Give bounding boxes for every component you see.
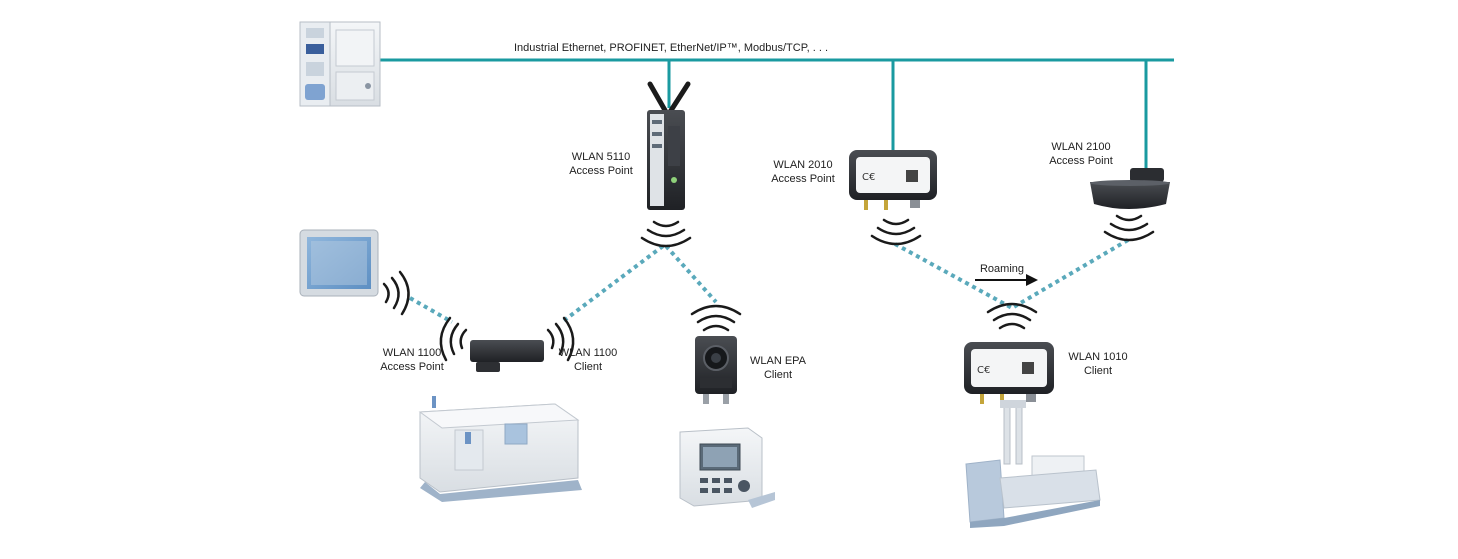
wlan5110-role: Access Point [569,165,633,177]
wlan1010-name: WLAN 1010 [1068,351,1128,363]
wlan2100-role: Access Point [1049,155,1113,167]
wlan2010-device-icon: C€ [849,150,937,210]
svg-text:C€: C€ [977,365,990,376]
roaming-arrow [975,274,1038,286]
wlan1010-device-icon: C€ [964,342,1054,404]
wlan2100-name: WLAN 2100 [1051,141,1111,153]
wlan-epa-name: WLAN EPA [749,355,807,367]
control-unit-icon [679,427,775,508]
wlan1010-label: WLAN 1010 Client [1058,350,1138,378]
wlan1100-ap-role: Access Point [380,361,444,373]
wlan-epa-device-icon [695,336,737,404]
hmi-panel-icon [299,229,379,297]
wlan1010-role: Client [1083,365,1113,377]
wlan1100-device-icon [470,340,544,372]
wlan1100-ap-label: WLAN 1100 Access Point [372,346,452,374]
machine-tool-icon [418,396,582,502]
wlan2010-label: WLAN 2010 Access Point [762,158,844,186]
wlan2100-device-icon [1090,168,1170,209]
wlan1100-client-label: WLAN 1100 Client [548,346,628,374]
ethernet-bus [378,58,1174,170]
svg-text:C€: C€ [862,172,875,183]
plc-controller-icon [299,21,381,107]
wlan2010-role: Access Point [771,173,835,185]
wlan2100-label: WLAN 2100 Access Point [1040,140,1122,168]
wlan1100-client-name: WLAN 1100 [558,347,618,359]
wireless-links [409,238,1130,324]
wlan5110-device-icon [647,81,691,210]
wlan5110-name: WLAN 5110 [571,151,631,163]
wlan2010-name: WLAN 2010 [773,159,833,171]
wlan-epa-label: WLAN EPA Client [738,354,818,382]
wlan5110-label: WLAN 5110 Access Point [560,150,642,178]
wlan-epa-role: Client [763,369,793,381]
wifi-signal-icon [382,214,1155,362]
bus-label: Industrial Ethernet, PROFINET, EtherNet/… [514,42,829,54]
roaming-label: Roaming [979,263,1025,275]
agv-vehicle-icon [965,400,1101,528]
wlan1100-client-role: Client [573,361,603,373]
wlan1100-ap-name: WLAN 1100 [382,347,442,359]
